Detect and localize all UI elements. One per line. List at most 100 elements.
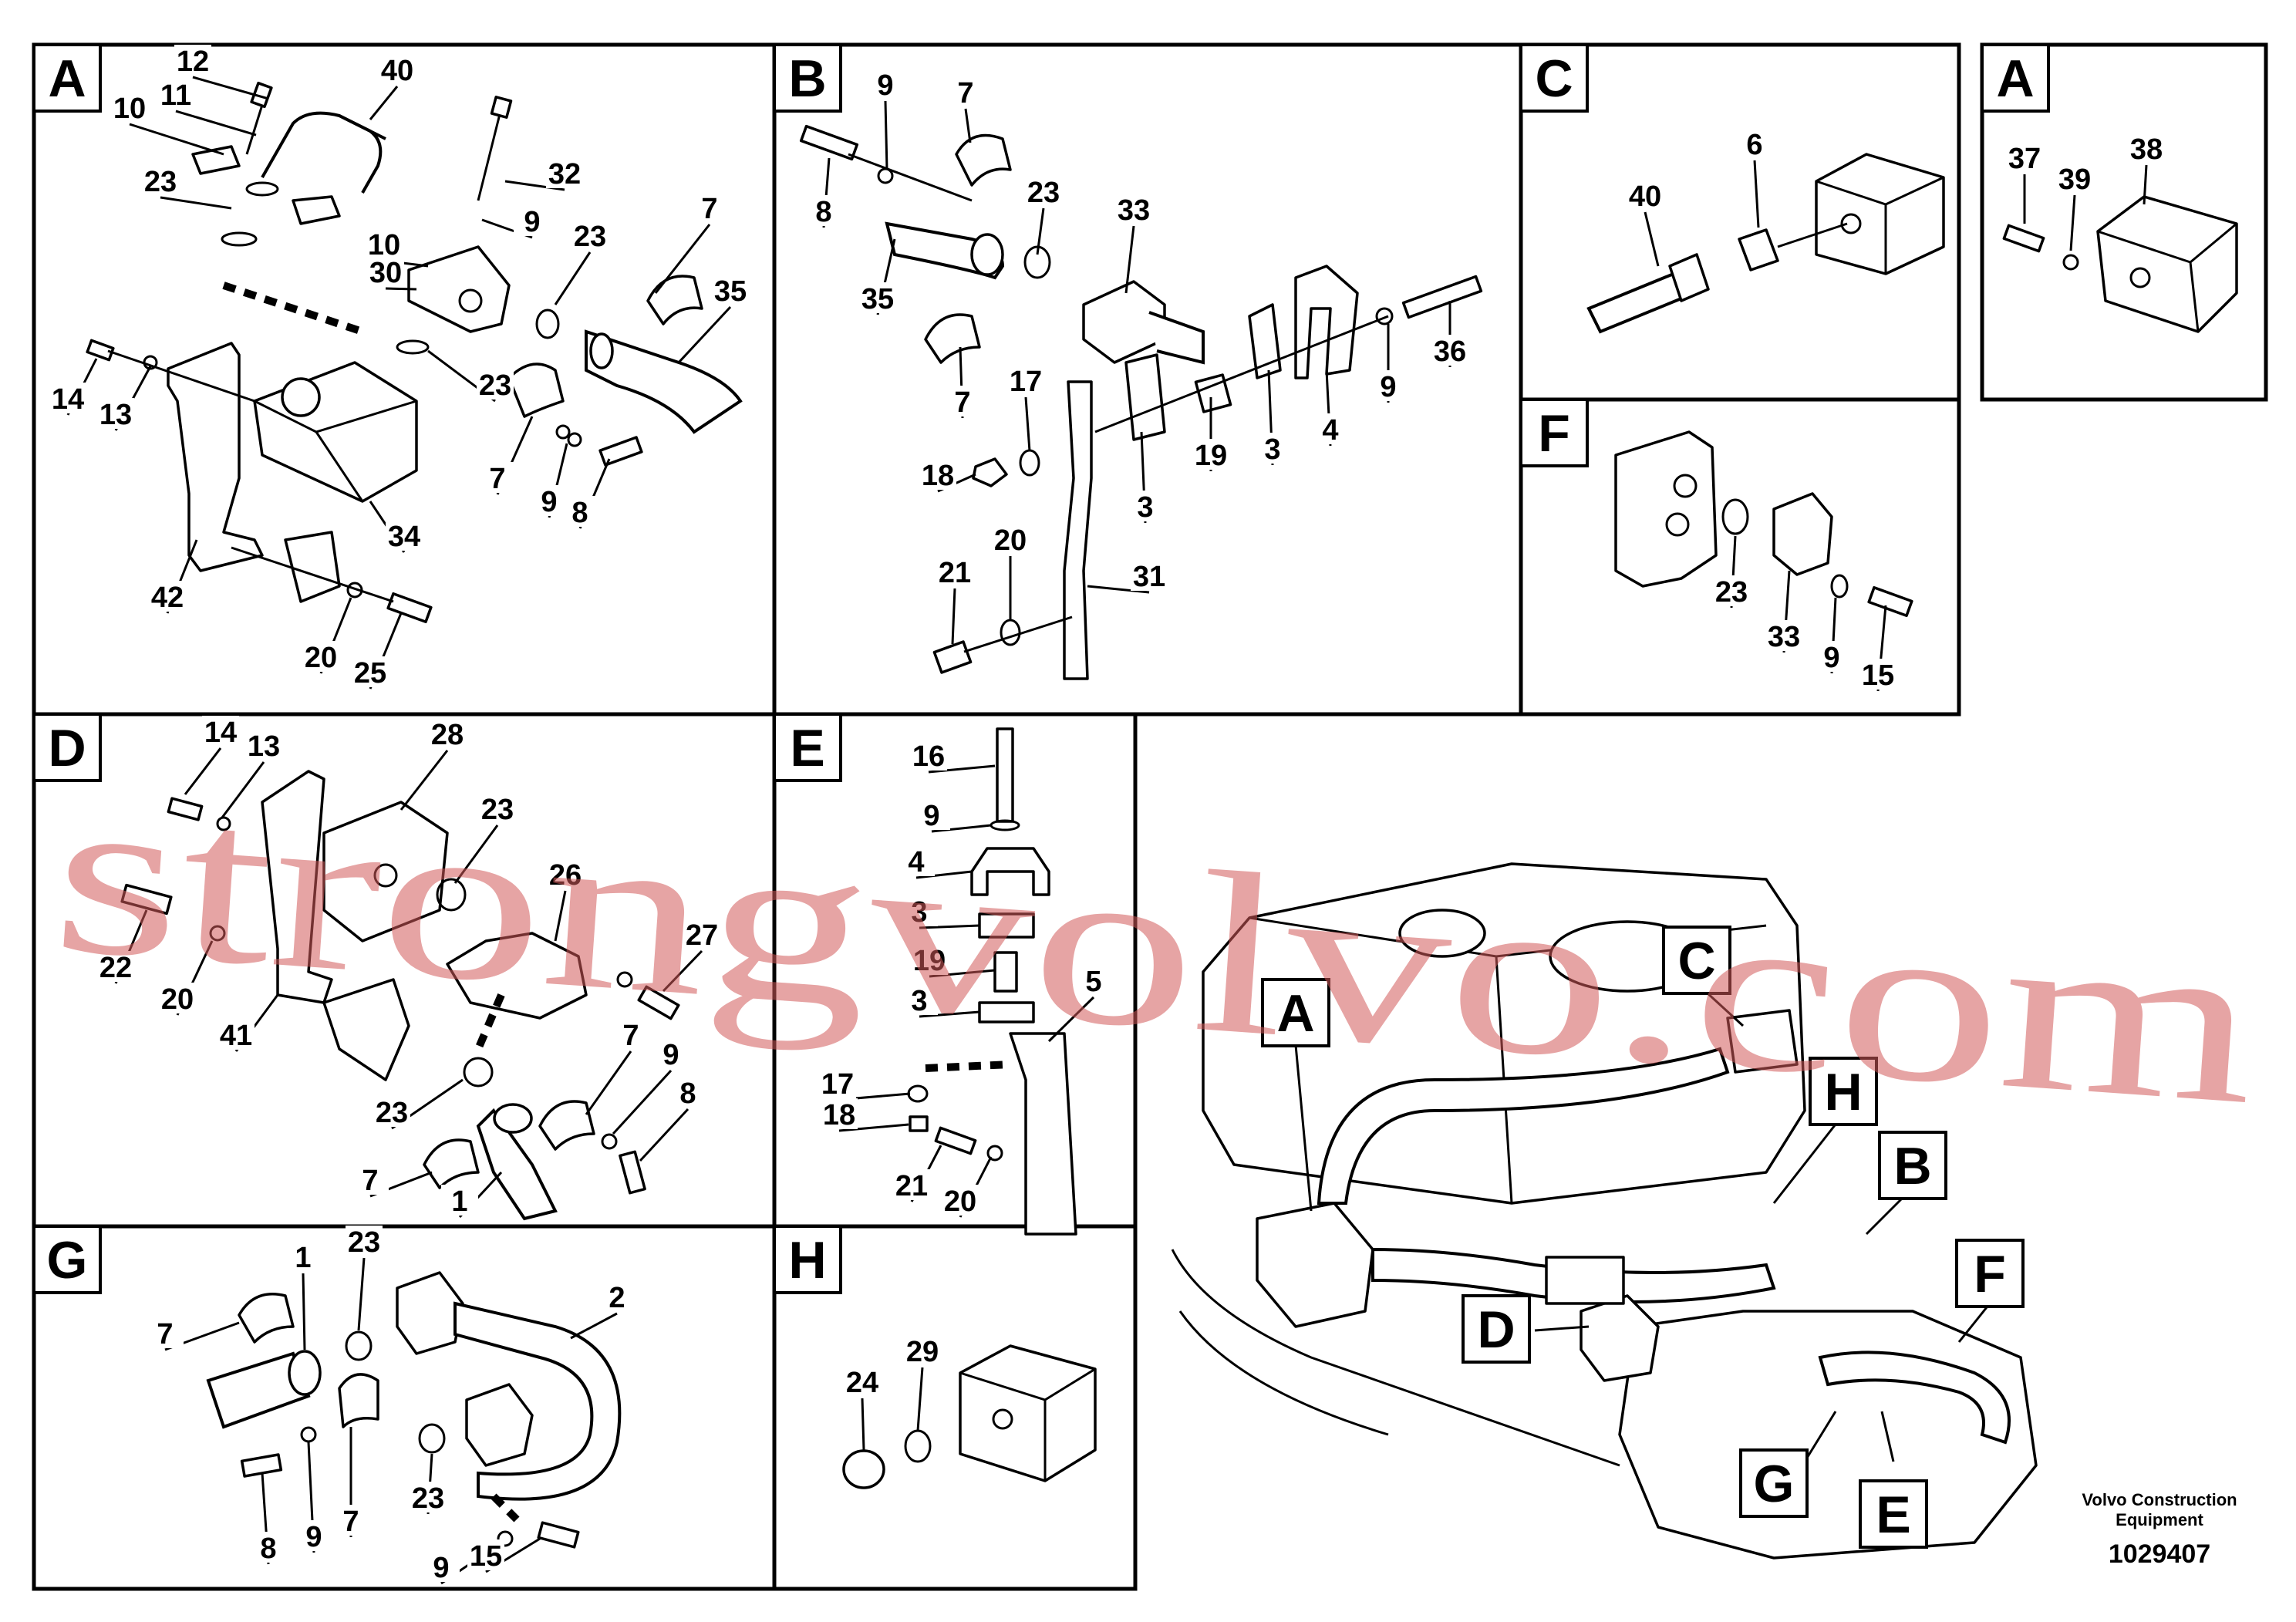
part-number: 21	[939, 557, 971, 589]
part-number-backdrop	[49, 383, 86, 413]
panel-d-drawing	[120, 770, 680, 1221]
panel-f-drawing	[1614, 430, 1913, 618]
part-number-backdrop	[2128, 133, 2165, 164]
part-number: 7	[489, 463, 505, 495]
part-number: 39	[2058, 164, 2091, 196]
part-number: 33	[1118, 194, 1150, 227]
elbow-pipe-40	[261, 111, 383, 194]
part-number: 28	[431, 719, 464, 751]
part-number-backdrop	[901, 984, 938, 1015]
overview-callout-b: B	[1878, 1131, 1947, 1200]
part-number-backdrop	[295, 1520, 332, 1551]
part-number-backdrop	[479, 462, 516, 493]
part-number: 9	[923, 800, 939, 832]
part-number: 37	[2008, 143, 2041, 175]
block-3-e-low	[978, 1001, 1035, 1023]
part-number-backdrop	[97, 398, 134, 429]
leader-line	[160, 196, 232, 210]
leader-line	[639, 1108, 689, 1162]
part-number-backdrop	[423, 1551, 460, 1582]
plate-overview	[1545, 1256, 1625, 1305]
part-number-backdrop	[898, 845, 935, 876]
part-number-backdrop	[913, 799, 950, 830]
part-number: 9	[1380, 371, 1396, 403]
overview-callout-h: H	[1809, 1057, 1878, 1126]
part-number: 9	[524, 206, 540, 238]
nut-18-e	[909, 1115, 929, 1132]
flange-33-f	[1772, 492, 1833, 576]
part-number-backdrop	[819, 1067, 856, 1098]
leader-line	[861, 1398, 865, 1451]
part-number-backdrop	[159, 983, 196, 1013]
plate-d	[322, 978, 410, 1081]
panel-label-f-text: F	[1538, 404, 1570, 463]
part-number: 6	[1746, 129, 1762, 161]
leader-line	[928, 764, 996, 774]
leader-line	[919, 1010, 980, 1018]
part-number-backdrop	[947, 76, 984, 107]
bracket-42	[167, 342, 264, 572]
part-number-backdrop	[477, 369, 514, 400]
overview-callout-a-text: A	[1276, 984, 1314, 1043]
part-number-backdrop	[1859, 659, 1896, 690]
part-number-backdrop	[944, 386, 981, 416]
part-number: 19	[913, 945, 946, 977]
part-number: 15	[470, 1540, 502, 1573]
part-number-backdrop	[652, 1038, 689, 1069]
part-number: 17	[1010, 366, 1042, 398]
leader-line	[964, 108, 972, 143]
part-number: 7	[957, 77, 973, 110]
part-number: 9	[877, 69, 893, 102]
part-number-backdrop	[174, 45, 211, 76]
part-number: 15	[1862, 659, 1894, 692]
part-number: 7	[701, 193, 717, 225]
overview-callout-e: E	[1859, 1479, 1928, 1549]
part-number: 3	[1137, 491, 1153, 524]
clamp-half-7-b1	[955, 133, 1012, 187]
part-number: 21	[895, 1170, 928, 1202]
part-number-backdrop	[285, 1241, 322, 1272]
part-number: 16	[912, 740, 945, 773]
leader-line	[221, 761, 265, 818]
bolt-21-e	[934, 1126, 977, 1155]
panel-label-a2-text: A	[1996, 49, 2034, 108]
part-number-backdrop	[429, 718, 466, 749]
panel-a2-drawing	[2002, 195, 2238, 333]
part-number-backdrop	[546, 157, 583, 188]
leader-line	[1087, 585, 1150, 594]
part-number: 31	[1133, 561, 1165, 593]
panel-frame-h	[772, 1224, 1138, 1591]
part-number-backdrop	[441, 1185, 478, 1216]
block-3-left	[1124, 353, 1166, 441]
block-h	[959, 1344, 1097, 1482]
part-number: 35	[861, 283, 894, 315]
panel-label-a2: A	[1981, 43, 2050, 113]
leader-line	[1024, 396, 1031, 452]
part-number: 12	[177, 46, 209, 78]
part-number: 19	[1195, 440, 1227, 472]
panel-label-b-text: B	[788, 49, 826, 108]
plug-24	[842, 1449, 885, 1489]
part-number-backdrop	[691, 192, 728, 223]
leader-line	[2143, 164, 2148, 205]
part-number-backdrop	[1312, 413, 1349, 444]
part-number-backdrop	[1007, 365, 1044, 396]
leader-line	[585, 1050, 632, 1115]
flange-30	[407, 245, 511, 333]
part-number: 23	[479, 369, 511, 402]
leader-line	[919, 924, 980, 929]
leader-line	[2069, 194, 2076, 251]
part-number: 38	[2130, 133, 2163, 166]
part-number-backdrop	[1813, 641, 1850, 672]
bolt-36	[1401, 275, 1483, 319]
overview-callout-h-text: H	[1824, 1063, 1862, 1121]
u-clamp-4-e	[970, 847, 1050, 896]
part-number-backdrop	[901, 895, 938, 926]
part-number-backdrop	[373, 1096, 410, 1127]
part-number-backdrop	[332, 1505, 369, 1536]
clamp-half-7-top	[646, 275, 703, 325]
clamp-half-7-g1	[238, 1293, 295, 1344]
part-number: 3	[911, 985, 927, 1017]
valve-body-f	[1614, 430, 1718, 588]
part-number-backdrop	[157, 79, 194, 110]
